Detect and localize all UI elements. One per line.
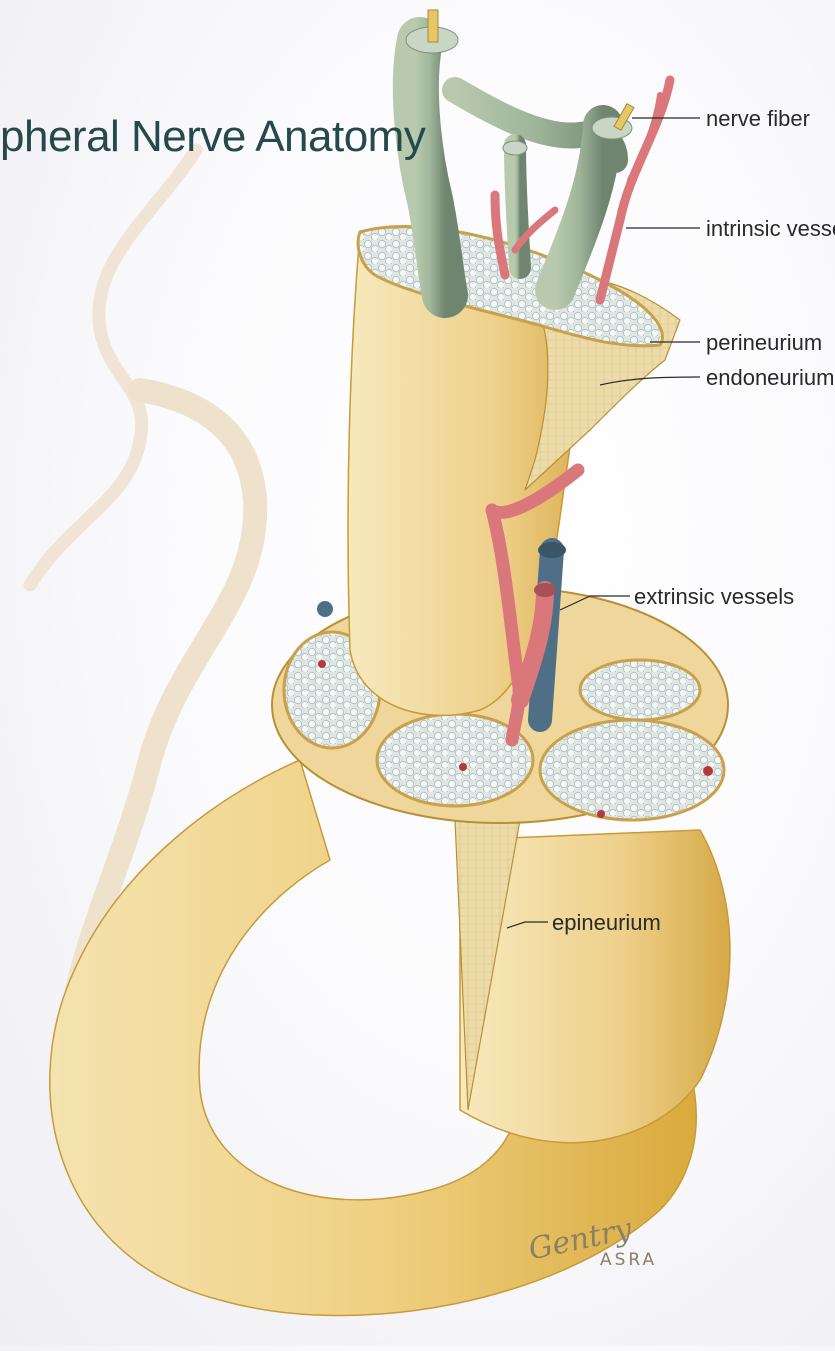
distal-nerve-branch xyxy=(30,150,196,585)
label-nerve-fiber: nerve fiber xyxy=(706,106,810,132)
fascicle xyxy=(580,660,700,720)
label-intrinsic-vessel: intrinsic vessel xyxy=(706,216,835,242)
label-perineurium: perineurium xyxy=(706,330,822,356)
diagram-title: pheral Nerve Anatomy xyxy=(0,112,425,162)
fascicle xyxy=(540,720,724,820)
credit-organization: ASRA xyxy=(600,1250,657,1270)
label-epineurium: epineurium xyxy=(552,910,661,936)
label-endoneurium: endoneurium xyxy=(706,365,834,391)
nerve-fiber xyxy=(416,40,445,295)
label-extrinsic-vessels: extrinsic vessels xyxy=(634,584,794,610)
